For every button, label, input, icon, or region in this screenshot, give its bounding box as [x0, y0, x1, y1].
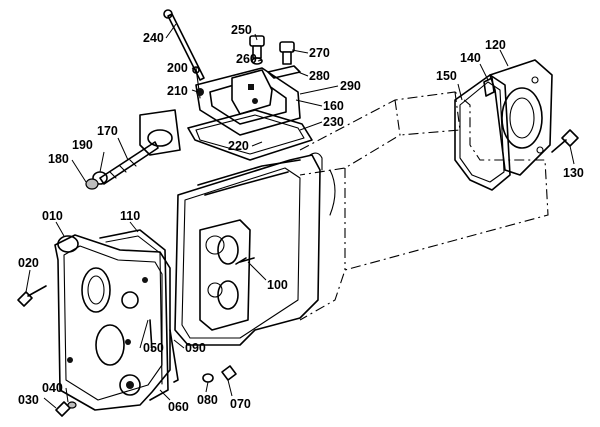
label-110: 110 [120, 209, 140, 223]
label-220: 220 [228, 139, 249, 153]
label-170: 170 [97, 124, 118, 138]
label-140: 140 [460, 51, 481, 65]
label-190: 190 [72, 138, 93, 152]
label-290: 290 [340, 79, 361, 93]
label-080: 080 [197, 393, 218, 407]
label-100: 100 [267, 278, 288, 292]
label-210: 210 [167, 84, 188, 98]
label-260: 260 [236, 52, 257, 66]
front-housing-face [174, 152, 323, 346]
label-280: 280 [309, 69, 330, 83]
label-200: 200 [167, 61, 188, 75]
transmission-housing [299, 91, 549, 321]
label-050: 050 [143, 341, 164, 355]
label-020: 020 [18, 256, 39, 270]
label-160: 160 [323, 99, 344, 113]
label-120: 120 [485, 38, 506, 52]
rear-cover-assembly [454, 59, 579, 191]
label-250: 250 [231, 23, 252, 37]
left-cover-assembly [54, 229, 179, 411]
label-010: 010 [42, 209, 63, 223]
part-labels: 240 250 260 270 280 290 200 210 160 230 … [18, 23, 584, 414]
label-070: 070 [230, 397, 251, 411]
label-180: 180 [48, 152, 69, 166]
leader-lines [25, 23, 575, 409]
label-230: 230 [323, 115, 344, 129]
label-240: 240 [143, 31, 164, 45]
label-060: 060 [168, 400, 189, 414]
label-150: 150 [436, 69, 457, 83]
top-hardware [163, 9, 301, 99]
top-cover [187, 67, 313, 161]
label-040: 040 [42, 381, 63, 395]
label-130: 130 [563, 166, 584, 180]
label-090: 090 [185, 341, 206, 355]
label-270: 270 [309, 46, 330, 60]
label-030: 030 [18, 393, 39, 407]
side-shaft-assembly [85, 109, 181, 190]
